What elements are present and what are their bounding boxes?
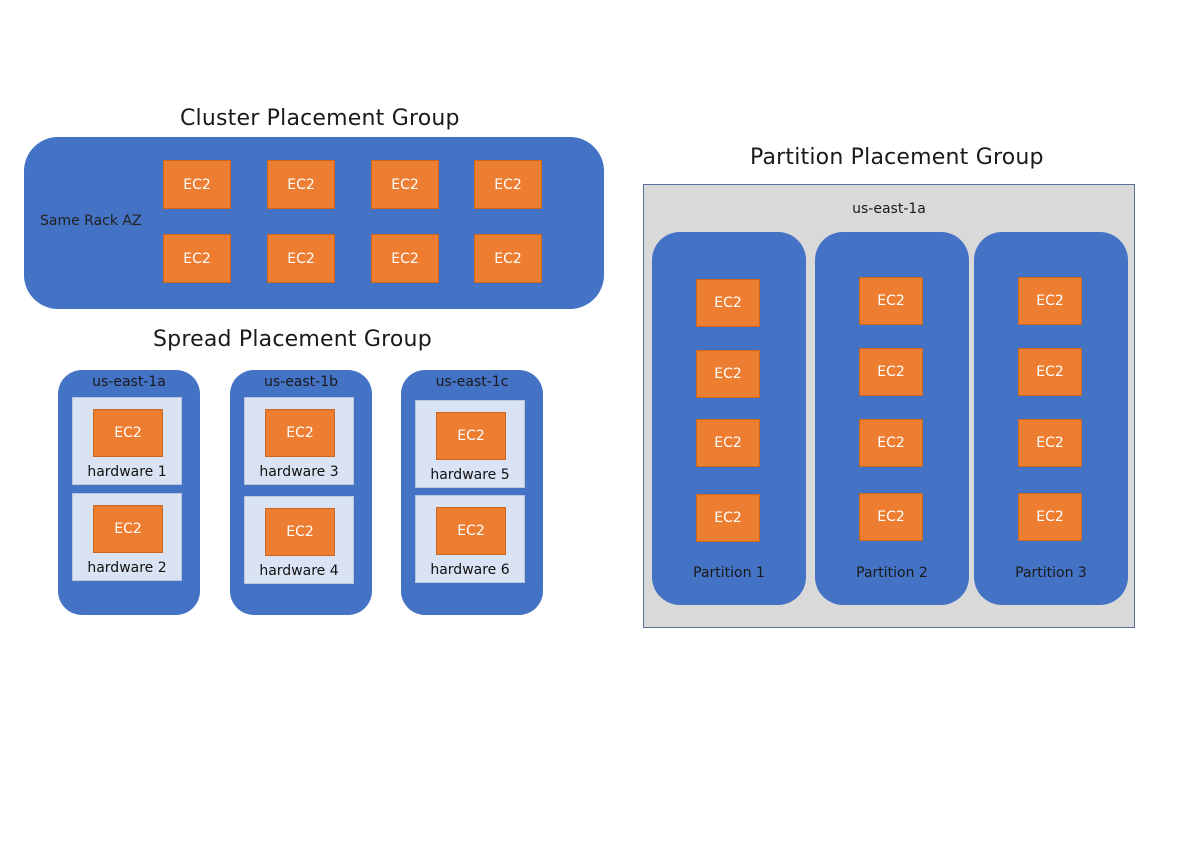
partition-box: EC2 EC2 EC2 EC2 Partition 1	[652, 232, 806, 605]
hardware-label: hardware 2	[87, 560, 167, 576]
spread-group-title: Spread Placement Group	[153, 327, 432, 352]
ec2-instance: EC2	[474, 234, 542, 283]
region-box: us-east-1a EC2 EC2 EC2 EC2 Partition 1 E…	[643, 184, 1135, 628]
ec2-instance: EC2	[265, 508, 335, 556]
ec2-instance: EC2	[696, 419, 760, 467]
hardware-label: hardware 5	[430, 467, 510, 483]
ec2-instance: EC2	[696, 350, 760, 398]
hardware-box: EC2 hardware 6	[415, 495, 525, 583]
hardware-box: EC2 hardware 4	[244, 496, 354, 584]
ec2-instance: EC2	[371, 234, 439, 283]
hardware-label: hardware 4	[259, 563, 339, 579]
partition-label: Partition 2	[856, 565, 928, 581]
ec2-instance: EC2	[265, 409, 335, 457]
hardware-box: EC2 hardware 5	[415, 400, 525, 488]
availability-zone: us-east-1a EC2 hardware 1 EC2 hardware 2	[58, 370, 200, 615]
ec2-instance: EC2	[859, 277, 923, 325]
zone-label: us-east-1b	[263, 374, 339, 390]
ec2-instance: EC2	[1018, 419, 1082, 467]
partition-label: Partition 1	[693, 565, 765, 581]
ec2-instance: EC2	[859, 419, 923, 467]
hardware-label: hardware 3	[259, 464, 339, 480]
partition-label: Partition 3	[1015, 565, 1087, 581]
partition-box: EC2 EC2 EC2 EC2 Partition 2	[815, 232, 969, 605]
hardware-label: hardware 1	[87, 464, 167, 480]
partition-group-title: Partition Placement Group	[750, 145, 1044, 170]
zone-label: us-east-1c	[435, 374, 509, 390]
cluster-rack-label: Same Rack AZ	[40, 213, 142, 229]
ec2-instance: EC2	[163, 234, 231, 283]
availability-zone: us-east-1b EC2 hardware 3 EC2 hardware 4	[230, 370, 372, 615]
ec2-instance: EC2	[474, 160, 542, 209]
ec2-instance: EC2	[1018, 348, 1082, 396]
hardware-box: EC2 hardware 3	[244, 397, 354, 485]
ec2-instance: EC2	[371, 160, 439, 209]
ec2-instance: EC2	[93, 505, 163, 553]
ec2-instance: EC2	[267, 234, 335, 283]
ec2-instance: EC2	[1018, 277, 1082, 325]
ec2-instance: EC2	[436, 507, 506, 555]
ec2-instance: EC2	[696, 494, 760, 542]
partition-box: EC2 EC2 EC2 EC2 Partition 3	[974, 232, 1128, 605]
ec2-instance: EC2	[1018, 493, 1082, 541]
ec2-instance: EC2	[163, 160, 231, 209]
region-label: us-east-1a	[852, 201, 926, 217]
ec2-instance: EC2	[436, 412, 506, 460]
ec2-instance: EC2	[93, 409, 163, 457]
ec2-instance: EC2	[696, 279, 760, 327]
hardware-label: hardware 6	[430, 562, 510, 578]
availability-zone: us-east-1c EC2 hardware 5 EC2 hardware 6	[401, 370, 543, 615]
cluster-group-title: Cluster Placement Group	[180, 106, 460, 131]
ec2-instance: EC2	[859, 493, 923, 541]
hardware-box: EC2 hardware 2	[72, 493, 182, 581]
ec2-instance: EC2	[267, 160, 335, 209]
hardware-box: EC2 hardware 1	[72, 397, 182, 485]
cluster-group-box: Same Rack AZ EC2 EC2 EC2 EC2 EC2 EC2 EC2…	[24, 137, 604, 309]
zone-label: us-east-1a	[92, 374, 166, 390]
ec2-instance: EC2	[859, 348, 923, 396]
